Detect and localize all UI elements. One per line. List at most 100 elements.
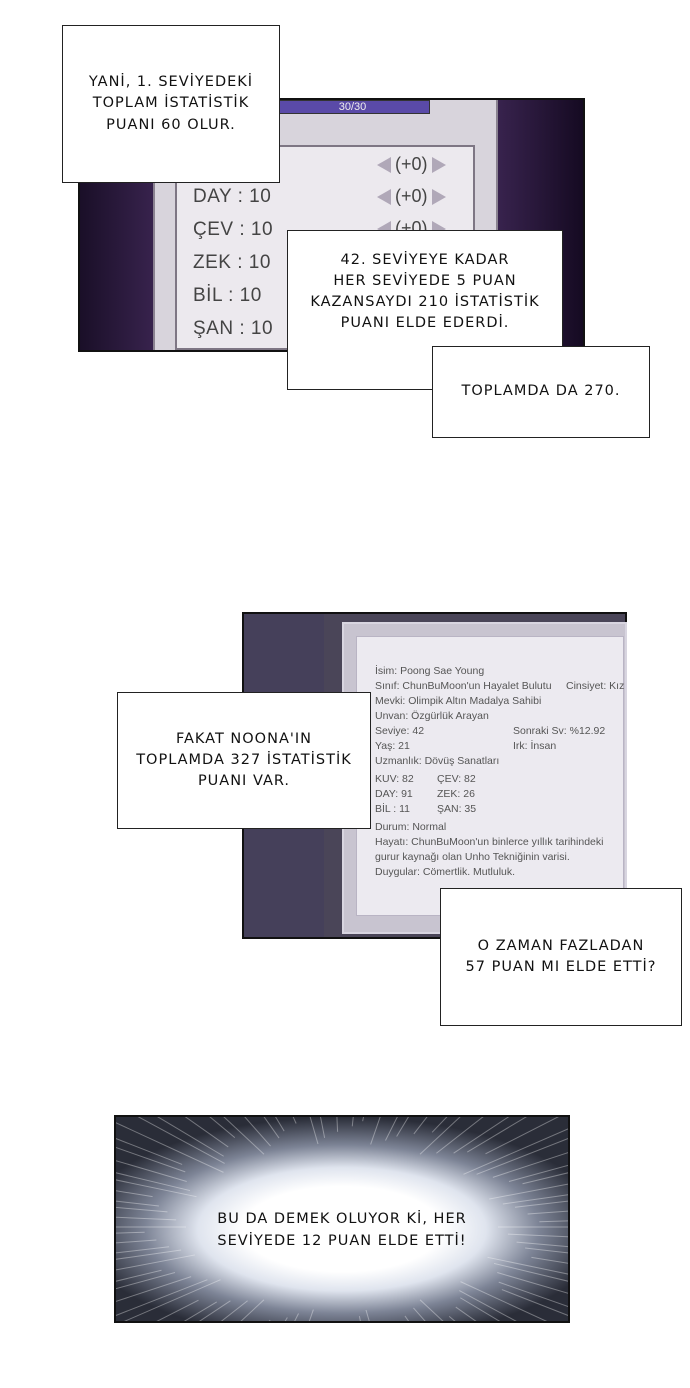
speed-line [498, 1281, 568, 1307]
speed-line [156, 1299, 199, 1321]
speed-line [294, 1313, 299, 1321]
speed-line [460, 1281, 548, 1321]
status-zek: ZEK: 26 [437, 788, 475, 800]
speech-line: FAKAT NOONA'IN [175, 730, 312, 747]
speed-line [183, 1301, 217, 1321]
stat-day: DAY : 10 [193, 186, 272, 207]
speed-line [116, 1249, 182, 1260]
status-class: Sınıf: ChunBuMoon'un Hayalet Bulutu [375, 680, 552, 692]
speed-line [351, 1117, 354, 1127]
speech-box-5: O ZAMAN FAZLADAN 57 PUAN MI ELDE ETTİ? [440, 888, 682, 1026]
stat-adjust-value: (+0) [395, 154, 428, 174]
speed-line [284, 1317, 288, 1321]
speed-line [522, 1172, 568, 1185]
speed-line [365, 1309, 370, 1321]
speech-line: 42. SEVİYEYE KADAR [340, 251, 510, 268]
speed-line [268, 1319, 271, 1321]
status-life-1: Hayatı: ChunBuMoon'un binlerce yıllık ta… [375, 836, 604, 848]
speed-line [116, 1216, 177, 1221]
arrow-right-icon[interactable] [431, 188, 446, 205]
status-level: Seviye: 42 [375, 725, 425, 737]
speed-line [292, 1117, 297, 1124]
speed-line [396, 1117, 409, 1137]
speech-line: TOPLAMDA 327 İSTATİSTİK [136, 751, 352, 768]
impact-panel: BU DA DEMEK OLUYOR Kİ, HER SEVİYEDE 12 P… [114, 1115, 570, 1323]
speed-line [336, 1117, 339, 1132]
speed-line [240, 1299, 265, 1321]
arrow-right-icon[interactable] [431, 156, 446, 173]
speed-line [525, 1247, 568, 1254]
speed-line [453, 1117, 510, 1154]
speed-line [487, 1256, 568, 1275]
speech-line: PUANI 60 OLUR. [106, 116, 236, 133]
speed-line [220, 1300, 248, 1321]
speed-line [116, 1279, 208, 1316]
speed-line [116, 1122, 224, 1173]
arrow-left-icon[interactable] [377, 156, 391, 173]
speed-line [116, 1272, 176, 1290]
speed-line [370, 1117, 381, 1145]
speed-line [527, 1210, 568, 1215]
speed-line [508, 1164, 568, 1182]
speed-line [116, 1147, 186, 1173]
speed-line [309, 1117, 319, 1145]
speed-line [157, 1117, 224, 1157]
speech-box-3: TOPLAMDA DA 270. [432, 346, 650, 438]
status-age: Yaş: 21 [375, 740, 410, 752]
speech-line: TOPLAMDA DA 270. [461, 383, 621, 400]
speech-line: KAZANSAYDI 210 İSTATİSTİK [310, 294, 540, 310]
speed-line [460, 1297, 501, 1321]
speed-line [492, 1152, 568, 1178]
status-feelings: Duygular: Cömertlik. Mutluluk. [375, 866, 516, 878]
status-content [356, 636, 624, 916]
speed-lines [116, 1117, 568, 1321]
status-cev: ÇEV: 82 [437, 773, 476, 785]
stat-zek: ZEK : 10 [193, 252, 271, 273]
speech-line: PUANI ELDE EDERDİ. [340, 315, 510, 332]
status-life-2: gurur kaynağı olan Unho Tekniğinin varis… [375, 851, 570, 863]
speed-line [501, 1289, 568, 1316]
speed-line [116, 1246, 170, 1254]
speed-line [116, 1239, 157, 1244]
speed-line [116, 1269, 162, 1282]
status-san: ŞAN: 35 [437, 803, 477, 815]
speed-line [116, 1179, 197, 1198]
arrow-left-icon[interactable] [377, 188, 391, 205]
speed-line [493, 1262, 568, 1282]
speed-line [385, 1117, 398, 1141]
speed-line [263, 1117, 280, 1139]
speed-line [489, 1183, 568, 1200]
speed-line [358, 1316, 361, 1321]
speed-line [116, 1190, 153, 1198]
stat-cev: ÇEV : 10 [193, 219, 274, 240]
speed-line [116, 1172, 191, 1192]
status-gender: Cinsiyet: Kız [566, 680, 625, 692]
speed-line [467, 1117, 527, 1153]
status-race: Irk: İnsan [513, 740, 557, 752]
speed-line [531, 1256, 568, 1264]
speech-box-1: YANİ, 1. SEVİYEDEKİ TOPLAM İSTATİSTİK PU… [62, 25, 280, 183]
speech-line: HER SEVİYEDE 5 PUAN [333, 272, 517, 289]
speech-line: BU DA DEMEK OLUYOR Kİ, HER [217, 1211, 467, 1227]
speed-line [209, 1117, 236, 1139]
speed-line [116, 1160, 187, 1182]
speed-line [116, 1200, 159, 1207]
stat-adjuster-row: (+0) [377, 154, 446, 175]
speed-line [320, 1117, 326, 1138]
speed-line [223, 1117, 265, 1155]
impact-text: BU DA DEMEK OLUYOR Kİ, HER SEVİYEDE 12 P… [116, 1209, 568, 1253]
speed-line [463, 1128, 568, 1175]
speed-line [124, 1279, 221, 1321]
status-day: DAY: 91 [375, 788, 413, 800]
status-specialty: Uzmanlık: Dövüş Sanatları [375, 755, 500, 767]
speed-line [419, 1117, 461, 1155]
status-next-level: Sonraki Sv: %12.92 [513, 725, 606, 737]
status-rank: Mevki: Olimpik Altın Madalya Sahibi [375, 695, 542, 707]
speed-line [419, 1299, 444, 1321]
speed-line [116, 1276, 192, 1302]
speech-box-4: FAKAT NOONA'IN TOPLAMDA 327 İSTATİSTİK P… [117, 692, 371, 829]
speed-line [436, 1117, 484, 1154]
status-title: Unvan: Özgürlük Arayan [375, 710, 489, 722]
speed-line [476, 1138, 568, 1175]
stat-adjuster-row: (+0) [377, 186, 446, 207]
